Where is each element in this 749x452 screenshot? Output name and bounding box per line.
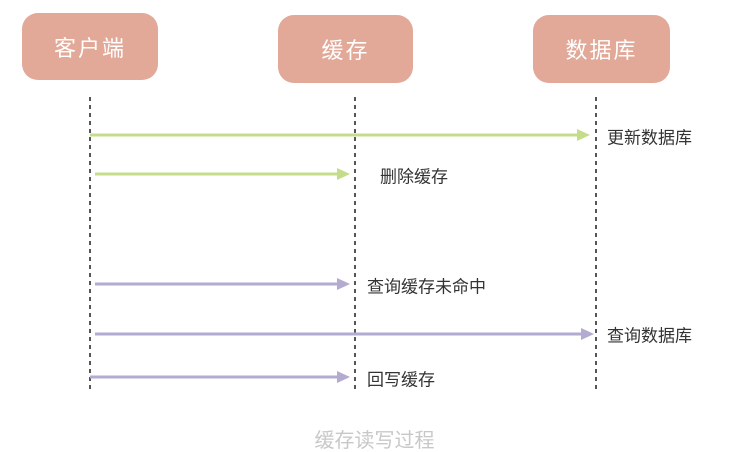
message-arrow: [95, 168, 350, 180]
message-label-update-db: 更新数据库: [607, 128, 692, 149]
message-arrow: [95, 278, 350, 290]
arrow-head-icon: [577, 129, 590, 141]
caption: 缓存读写过程: [314, 428, 435, 452]
arrow-head-icon: [581, 328, 594, 340]
message-label-cache-miss: 查询缓存未命中: [367, 277, 486, 298]
arrow-head-icon: [337, 168, 350, 180]
arrow-head-icon: [337, 278, 350, 290]
message-arrow: [95, 328, 594, 340]
message-arrow: [90, 129, 590, 141]
message-label-query-db: 查询数据库: [607, 326, 692, 347]
actor-cache: 缓存: [278, 15, 413, 83]
arrow-head-icon: [337, 371, 350, 383]
actor-client: 客户端: [22, 13, 158, 80]
actor-database: 数据库: [533, 15, 670, 83]
message-arrow: [90, 371, 350, 383]
message-label-write-back: 回写缓存: [367, 370, 435, 391]
message-label-delete-cache: 删除缓存: [380, 167, 448, 188]
